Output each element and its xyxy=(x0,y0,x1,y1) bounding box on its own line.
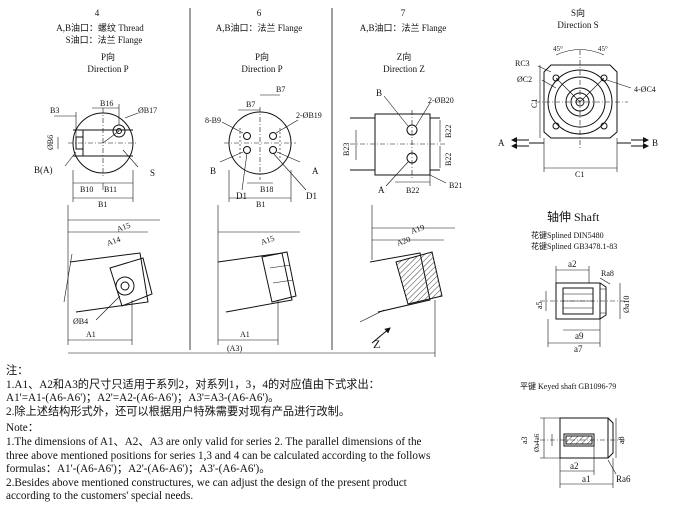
shaft-splined2: 花键Splined GB3478.1-83 xyxy=(531,241,617,251)
shaft-a5: a5 xyxy=(535,301,544,309)
keyed-a3: a3 xyxy=(520,436,529,444)
col4-b6: ØB6 xyxy=(46,135,55,150)
col7-b23: B23 xyxy=(342,143,351,156)
s-rc3: RC3 xyxy=(515,59,530,68)
side-view-4 xyxy=(63,205,160,345)
technical-drawing: 4 A,B油口：螺纹 Thread S油口：法兰 Flange P向 Direc… xyxy=(34,7,658,357)
bot-a1a: A1 xyxy=(86,330,96,339)
keyed-a4a6: Øa4a6 xyxy=(533,433,541,452)
col6-d1l: D1 xyxy=(236,191,247,201)
col7-dir-cn: Z向 xyxy=(397,51,412,62)
col4-b11: B11 xyxy=(104,185,117,194)
shaft-a10: Øa10 xyxy=(622,296,631,313)
notes-block: 注： 1.A1、A2和A3的尺寸只适用于系列2，对系列1，3，4的对应值由下式求… xyxy=(6,365,436,504)
keyed-title: 平键 Keyed shaft GB1096-79 xyxy=(520,381,616,391)
shaft-splined1: 花键Splined DIN5480 xyxy=(531,230,604,240)
col6-b8b9: 8-B9 xyxy=(205,116,221,125)
dirs-cn: S向 xyxy=(571,7,585,18)
col6-dir-en: Direction P xyxy=(241,64,282,74)
bot-a3: (A3) xyxy=(227,344,242,353)
col7-number: 7 xyxy=(401,8,406,18)
shaft-a2: a2 xyxy=(568,259,577,269)
col6-b19: 2-ØB19 xyxy=(296,111,322,120)
col7-b22c: B22 xyxy=(406,186,419,195)
notes-cn1: 1.A1、A2和A3的尺寸只适用于系列2，对系列1，3，4的对应值由下式求出： xyxy=(6,378,380,391)
keyed-shaft-drawing: 平键 Keyed shaft GB1096-79 a3 Øa4a6 a8 a2 … xyxy=(520,381,631,488)
col7-b: B xyxy=(376,88,382,98)
col4-line1: A,B油口：螺纹 Thread xyxy=(56,22,144,33)
notes-cn2: 2.除上述结构形式外，还可以根据用户特殊需要对现有产品进行改制。 xyxy=(6,405,351,418)
col4-number: 4 xyxy=(95,8,100,18)
s-a: A xyxy=(498,138,505,148)
shaft-a9: a9 xyxy=(575,331,584,341)
col7-b22a: B22 xyxy=(444,125,453,138)
bot-z: Z xyxy=(373,337,380,351)
notes-cn1b: A1'=A1-(A6-A6')；A2'=A2-(A6-A6')；A3'=A3-(… xyxy=(6,392,280,405)
col4-line2: S油口：法兰 Flange xyxy=(66,34,143,45)
s-c4: 4-ØC4 xyxy=(634,85,656,94)
bot-a15a: A15 xyxy=(116,221,132,234)
notes-en2: 2.Besides above mentioned constructures,… xyxy=(6,476,410,503)
col7-b21: B21 xyxy=(449,181,462,190)
port-arrows xyxy=(511,137,649,149)
bot-a15b: A15 xyxy=(260,234,276,247)
col4-b16: B16 xyxy=(100,99,113,108)
col6-b7a: B7 xyxy=(246,100,255,109)
bot-a19: A19 xyxy=(410,223,426,236)
col7-a: A xyxy=(378,185,385,195)
bot-a14: A14 xyxy=(106,235,122,248)
shaft-a7: a7 xyxy=(574,344,583,354)
z-arrow xyxy=(371,327,391,344)
col4-port-view xyxy=(54,104,139,202)
dirs-en: Direction S xyxy=(557,20,598,30)
col6-a: A xyxy=(312,166,319,176)
bot-b4: ØB4 xyxy=(73,317,88,326)
shaft-ra8: Ra8 xyxy=(601,269,614,278)
notes-en-head: Note： xyxy=(6,422,39,435)
col4-b1: B1 xyxy=(98,200,107,209)
s-deg1: 45° xyxy=(553,45,563,53)
col7-b22b: B22 xyxy=(444,153,453,166)
s-b: B xyxy=(652,138,658,148)
col4-b3: B3 xyxy=(50,106,59,115)
col6-dir-cn: P向 xyxy=(255,51,269,62)
shaft-title: 轴伸 Shaft xyxy=(547,209,600,224)
keyed-a8: a8 xyxy=(617,436,626,444)
col4-ba: B(A) xyxy=(34,165,53,175)
bot-a1b: A1 xyxy=(240,330,250,339)
col6-b18: B18 xyxy=(260,185,273,194)
side-view-7 xyxy=(359,205,455,323)
col7-line1: A,B油口：法兰 Flange xyxy=(360,22,447,33)
col7-b20: 2-ØB20 xyxy=(428,96,454,105)
keyed-ra6: Ra6 xyxy=(616,474,631,484)
col4-dir-cn: P向 xyxy=(101,51,115,62)
side-view-6 xyxy=(217,205,300,345)
notes-cn-head: 注： xyxy=(6,365,29,377)
s-c1v: C1 xyxy=(530,99,539,108)
col4-b10: B10 xyxy=(80,185,93,194)
col7-port-view xyxy=(350,95,447,187)
col6-b: B xyxy=(210,166,216,176)
col4-dir-en: Direction P xyxy=(87,64,128,74)
col6-line1: A,B油口：法兰 Flange xyxy=(216,22,303,33)
col7-dir-en: Direction Z xyxy=(383,64,425,74)
col6-b1: B1 xyxy=(256,200,265,209)
col6-d1r: D1 xyxy=(306,191,317,201)
col4-s: S xyxy=(150,168,155,178)
col6-b7b: B7 xyxy=(276,85,285,94)
notes-en1: 1.The dimensions of A1、A2、A3 are only va… xyxy=(6,435,434,476)
direction-s-view xyxy=(535,49,632,172)
s-c2: ØC2 xyxy=(517,75,532,84)
col6-port-view xyxy=(219,94,307,202)
s-deg2: 45° xyxy=(598,45,608,53)
keyed-a2: a2 xyxy=(570,461,579,471)
bot-a20: A20 xyxy=(396,235,412,248)
s-c1h: C1 xyxy=(575,170,584,179)
keyed-a1: a1 xyxy=(582,474,591,484)
splined-shaft xyxy=(540,266,625,347)
col6-number: 6 xyxy=(257,8,262,18)
col4-b17: ØB17 xyxy=(138,106,157,115)
